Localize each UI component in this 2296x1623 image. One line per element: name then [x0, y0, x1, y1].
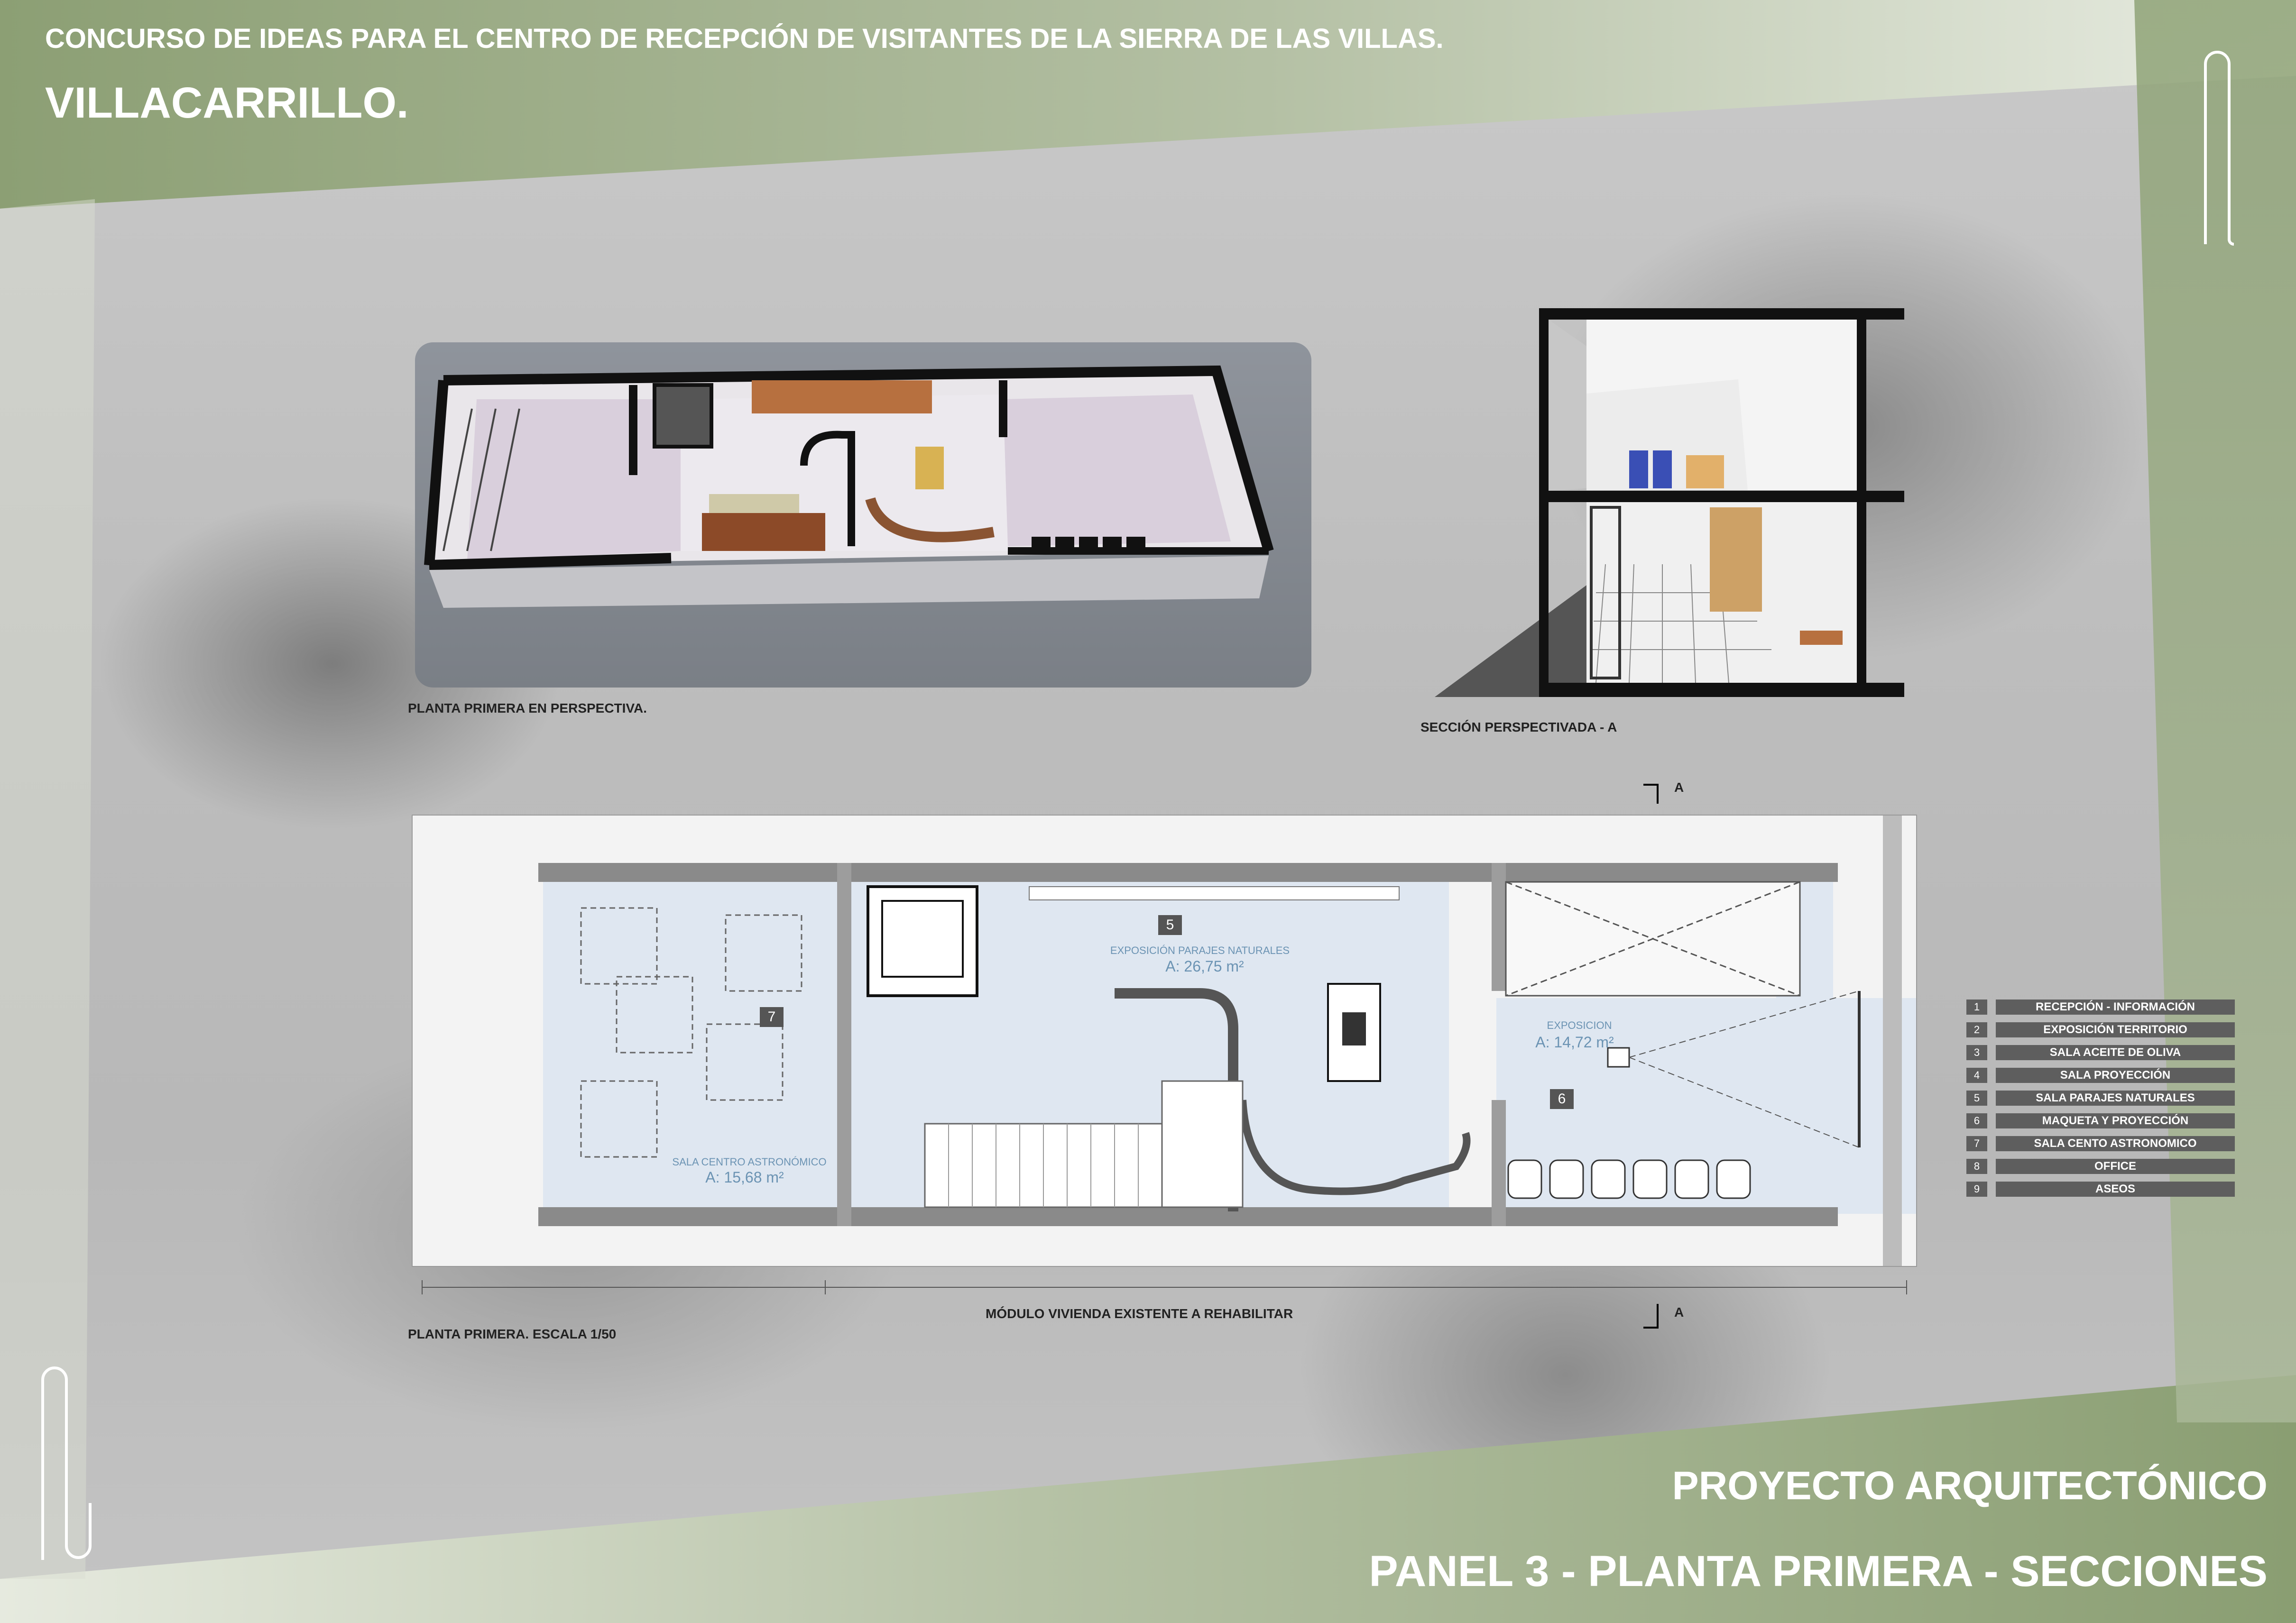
plan-drawing: [538, 816, 1921, 1266]
legend-label: SALA CENTO ASTRONOMICO: [1996, 1136, 2235, 1151]
logo-mark-top-right: [2204, 51, 2234, 246]
legend-label: SALA ACEITE DE OLIVA: [1996, 1045, 2235, 1060]
section-drawing: [1435, 308, 1904, 697]
legend-label: MAQUETA Y PROYECCIÓN: [1996, 1113, 2235, 1128]
legend-item: 1 RECEPCIÓN - INFORMACIÓN: [1966, 999, 2235, 1015]
legend-number: 3: [1966, 1045, 1987, 1060]
section-mark-bottom-label: A: [1674, 1305, 1684, 1320]
section-caption: SECCIÓN PERSPECTIVADA - A: [1420, 720, 1617, 734]
first-floor-perspective: [415, 342, 1311, 688]
legend-label: ASEOS: [1996, 1182, 2235, 1197]
room-6-name: EXPOSICION: [1547, 1019, 1612, 1031]
legend-number: 5: [1966, 1091, 1987, 1106]
legend-item: 9 ASEOS: [1966, 1181, 2235, 1197]
room-5-name: EXPOSICIÓN PARAJES NATURALES: [1110, 944, 1290, 956]
dimension-line: [422, 1280, 1907, 1294]
logo-mark-bottom-left: [41, 1366, 92, 1560]
module-caption: MÓDULO VIVIENDA EXISTENTE A REHABILITAR: [986, 1306, 1293, 1321]
legend-label: OFFICE: [1996, 1159, 2235, 1174]
first-floor-plan: [412, 815, 1921, 1267]
legend-number: 1: [1966, 999, 1987, 1015]
room-6-number: 6: [1550, 1089, 1574, 1109]
legend-label: SALA PROYECCIÓN: [1996, 1068, 2235, 1083]
legend-item: 7 SALA CENTO ASTRONOMICO: [1966, 1136, 2235, 1152]
legend-number: 4: [1966, 1068, 1987, 1083]
room-6-area: A: 14,72 m²: [1535, 1034, 1614, 1051]
legend-label: SALA PARAJES NATURALES: [1996, 1091, 2235, 1106]
room-5-number: 5: [1158, 915, 1182, 935]
legend-number: 6: [1966, 1113, 1987, 1128]
panel-title: PANEL 3 - PLANTA PRIMERA - SECCIONES: [1369, 1547, 2268, 1595]
room-7-name: SALA CENTRO ASTRONÓMICO: [672, 1156, 827, 1168]
room-7-number: 7: [760, 1007, 784, 1027]
legend-item: 6 MAQUETA Y PROYECCIÓN: [1966, 1113, 2235, 1129]
perspective-caption: PLANTA PRIMERA EN PERSPECTIVA.: [408, 701, 647, 715]
perspective-drawing: [424, 365, 1274, 608]
legend-number: 9: [1966, 1182, 1987, 1197]
project-title: PROYECTO ARQUITECTÓNICO: [1672, 1463, 2268, 1508]
plan-caption: PLANTA PRIMERA. ESCALA 1/50: [408, 1327, 617, 1341]
legend-item: 3 SALA ACEITE DE OLIVA: [1966, 1045, 2235, 1061]
legend-label: EXPOSICIÓN TERRITORIO: [1996, 1022, 2235, 1037]
legend-number: 7: [1966, 1136, 1987, 1151]
legend-item: 4 SALA PROYECCIÓN: [1966, 1067, 2235, 1083]
section-mark-top-label: A: [1674, 780, 1684, 795]
perspective-section-a: [1416, 299, 1909, 697]
legend-item: 5 SALA PARAJES NATURALES: [1966, 1090, 2235, 1106]
room-5-area: A: 26,75 m²: [1165, 958, 1244, 975]
legend-number: 2: [1966, 1022, 1987, 1037]
competition-title: CONCURSO DE IDEAS PARA EL CENTRO DE RECE…: [45, 23, 1444, 54]
legend-item: 8 OFFICE: [1966, 1158, 2235, 1174]
legend-item: 2 EXPOSICIÓN TERRITORIO: [1966, 1022, 2235, 1038]
section-mark-top: [1643, 784, 1659, 804]
location-title: VILLACARRILLO.: [45, 79, 409, 127]
legend-label: RECEPCIÓN - INFORMACIÓN: [1996, 999, 2235, 1015]
room-7-area: A: 15,68 m²: [705, 1169, 784, 1186]
section-mark-bottom: [1643, 1304, 1659, 1329]
legend-number: 8: [1966, 1159, 1987, 1174]
